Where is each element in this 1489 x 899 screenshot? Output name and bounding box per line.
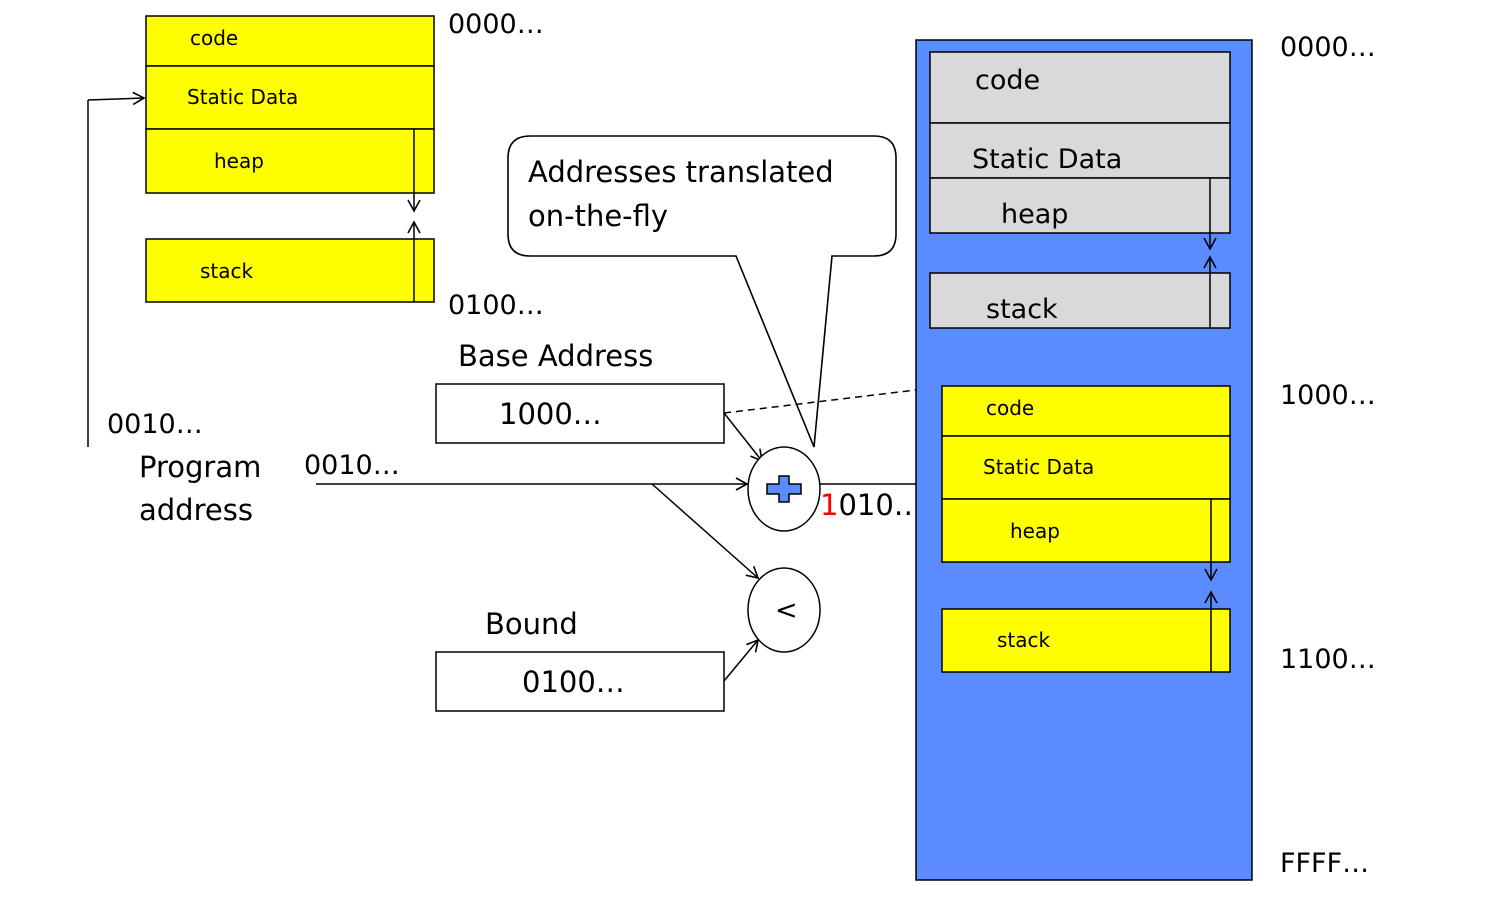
virtual-static-data-segment <box>145 65 435 130</box>
physical-lower-code <box>941 385 1231 437</box>
program-label-line1: Program <box>139 450 261 484</box>
callout-text-line1: Addresses translated <box>528 155 834 189</box>
translated-address: 1010… <box>820 488 923 522</box>
program-pointer-value: 0010… <box>107 409 203 440</box>
bound-label: Bound <box>485 607 578 641</box>
program-to-comparator-wire <box>651 483 760 580</box>
virtual-end-address: 0100… <box>448 290 544 321</box>
physical-upper-heap-label: heap <box>1001 199 1068 230</box>
physical-upper-code-label: code <box>975 65 1040 96</box>
base-address-label: Base Address <box>458 339 653 373</box>
physical-upper-code <box>929 51 1231 124</box>
physical-lower-static-data <box>941 435 1231 500</box>
program-pointer: 0010… <box>87 91 203 447</box>
base-mapping-dashed-arrow <box>723 381 943 414</box>
wires <box>316 381 943 682</box>
callout-bubble: Addresses translated on-the-fly <box>507 135 897 448</box>
program-pointer-arrow <box>87 91 146 106</box>
virtual-start-address: 0000… <box>448 9 544 40</box>
plus-icon <box>766 475 802 503</box>
translated-address-rest: 010… <box>838 488 922 522</box>
physical-upper-static-data <box>929 122 1231 179</box>
physical-address-0000: 0000… <box>1280 32 1376 63</box>
physical-upper-stack-label: stack <box>986 294 1058 325</box>
virtual-heap-segment <box>145 128 435 194</box>
virtual-code-label: code <box>190 26 238 50</box>
physical-lower-code-label: code <box>986 396 1034 420</box>
physical-memory: code Static Data heap stack code Static … <box>915 39 1253 881</box>
virtual-heap-label: heap <box>214 149 264 173</box>
virtual-stack-segment <box>145 238 435 303</box>
physical-lower-stack <box>941 608 1231 673</box>
physical-lower-stack-label: stack <box>997 628 1051 652</box>
physical-upper-heap <box>929 177 1231 234</box>
comparator: < <box>747 567 821 653</box>
physical-address-1000: 1000… <box>1280 380 1376 411</box>
physical-lower-heap-label: heap <box>1010 519 1060 543</box>
bound-to-comparator-wire <box>723 638 760 682</box>
program-input-value: 0010… <box>304 450 400 481</box>
physical-lower-static-data-label: Static Data <box>983 455 1094 479</box>
bound-register <box>435 651 725 712</box>
physical-upper-static-data-label: Static Data <box>972 144 1122 175</box>
virtual-stack-label: stack <box>200 259 254 283</box>
virtual-address-space: code Static Data heap stack 0000… 0100… <box>145 9 544 321</box>
virtual-code-segment <box>145 15 435 67</box>
callout-text-line2: on-the-fly <box>528 199 668 233</box>
physical-address-1100: 1100… <box>1280 644 1376 675</box>
physical-address-ffff: FFFF… <box>1280 848 1369 879</box>
virtual-static-data-label: Static Data <box>187 85 298 109</box>
comparator-circle <box>747 567 821 653</box>
base-to-adder-wire <box>723 412 764 463</box>
physical-upper-stack <box>929 272 1231 329</box>
translated-address-highlight-digit: 1 <box>820 488 838 522</box>
comparator-symbol: < <box>775 595 798 626</box>
base-address-value: 1000… <box>499 397 602 431</box>
program-label-line2: address <box>139 493 253 527</box>
physical-lower-heap <box>941 498 1231 563</box>
adder <box>747 446 821 532</box>
bound-value: 0100… <box>522 665 625 699</box>
base-address-register <box>435 383 725 444</box>
